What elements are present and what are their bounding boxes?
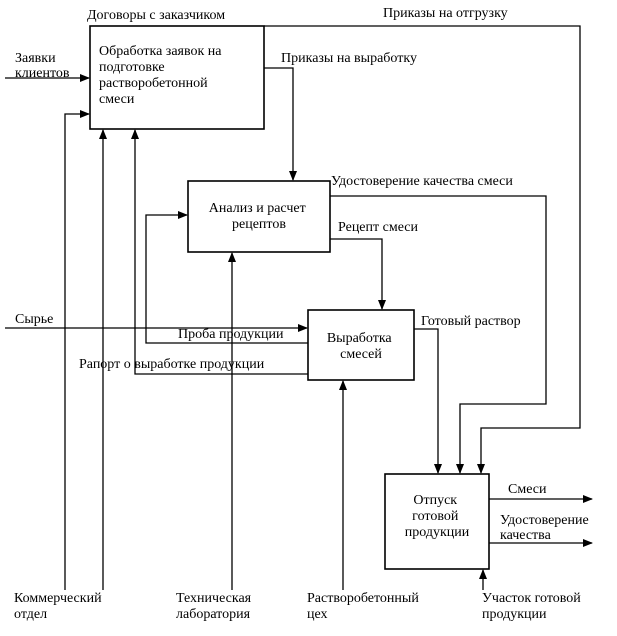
label-finished-area: Участок готовой продукции bbox=[482, 591, 584, 622]
box-processing-line-1: Обработка заявок на bbox=[99, 44, 222, 59]
label-mortar-shop: Растворобетонный цех bbox=[307, 591, 422, 622]
label-production-orders: Приказы на выработку bbox=[281, 51, 417, 66]
box-processing-line-3: растворобетонной bbox=[99, 76, 208, 91]
label-commercial-2: отдел bbox=[14, 607, 47, 622]
label-commercial-1: Коммерческий bbox=[14, 591, 102, 606]
label-mortar-shop-1: Растворобетонный bbox=[307, 591, 419, 606]
label-ready-mix: Готовый раствор bbox=[421, 314, 521, 329]
arrow-quality-cert bbox=[330, 195, 547, 474]
arrow-recipe bbox=[330, 238, 386, 310]
label-recipe: Рецепт смеси bbox=[338, 220, 418, 235]
arrow-ready-mix bbox=[414, 328, 442, 474]
box-production bbox=[307, 309, 415, 381]
label-tech-lab-1: Техническая bbox=[176, 591, 252, 606]
arrow-sample bbox=[145, 211, 308, 344]
arrow-report bbox=[131, 129, 308, 375]
box-analysis-line-1: Анализ и расчет bbox=[209, 201, 306, 216]
box-production-line-2: смесей bbox=[340, 347, 382, 362]
label-shipping-orders: Приказы на отгрузку bbox=[383, 6, 508, 21]
label-raw-material: Сырье bbox=[15, 312, 53, 327]
label-contracts: Договоры с заказчиком bbox=[87, 8, 225, 23]
box-analysis bbox=[187, 180, 331, 253]
box-processing-line-4: смеси bbox=[99, 92, 135, 107]
box-analysis-text: Анализ и расчет рецептов bbox=[209, 201, 309, 232]
box-analysis-line-2: рецептов bbox=[232, 217, 286, 232]
arrow-production-orders bbox=[264, 67, 297, 181]
label-mixes: Смеси bbox=[508, 482, 547, 497]
label-client-requests: Заявки клиентов bbox=[15, 51, 70, 81]
label-finished-area-1: Участок готовой bbox=[482, 591, 581, 606]
label-sample: Проба продукции bbox=[178, 327, 284, 342]
label-client-requests-2: клиентов bbox=[15, 66, 70, 81]
label-quality-out-2: качества bbox=[500, 528, 552, 543]
box-processing-line-2: подготовке bbox=[99, 60, 165, 75]
label-tech-lab: Техническая лаборатория bbox=[176, 591, 255, 622]
box-release bbox=[384, 473, 490, 570]
label-quality-out: Удостоверение качества bbox=[500, 513, 592, 543]
label-commercial: Коммерческий отдел bbox=[14, 591, 105, 622]
box-processing-text: Обработка заявок на подготовке раствороб… bbox=[99, 44, 225, 107]
label-mortar-shop-2: цех bbox=[307, 607, 328, 622]
box-release-line-1: Отпуск bbox=[413, 493, 457, 508]
box-production-text: Выработка смесей bbox=[327, 331, 395, 362]
label-quality-out-1: Удостоверение bbox=[500, 513, 589, 528]
label-tech-lab-2: лаборатория bbox=[176, 607, 251, 622]
arrow-shipping-orders bbox=[264, 25, 581, 474]
box-release-line-3: продукции bbox=[405, 525, 470, 540]
label-finished-area-2: продукции bbox=[482, 607, 547, 622]
box-release-text: Отпуск готовой продукции bbox=[405, 493, 470, 540]
label-report: Рапорт о выработке продукции bbox=[79, 357, 265, 372]
arrow-commercial-feedback bbox=[64, 110, 90, 590]
label-client-requests-1: Заявки bbox=[15, 51, 56, 66]
label-quality-cert: Удостоверение качества смеси bbox=[331, 174, 513, 189]
box-processing bbox=[89, 25, 265, 130]
box-production-line-1: Выработка bbox=[327, 331, 393, 346]
box-release-line-2: готовой bbox=[412, 509, 459, 524]
